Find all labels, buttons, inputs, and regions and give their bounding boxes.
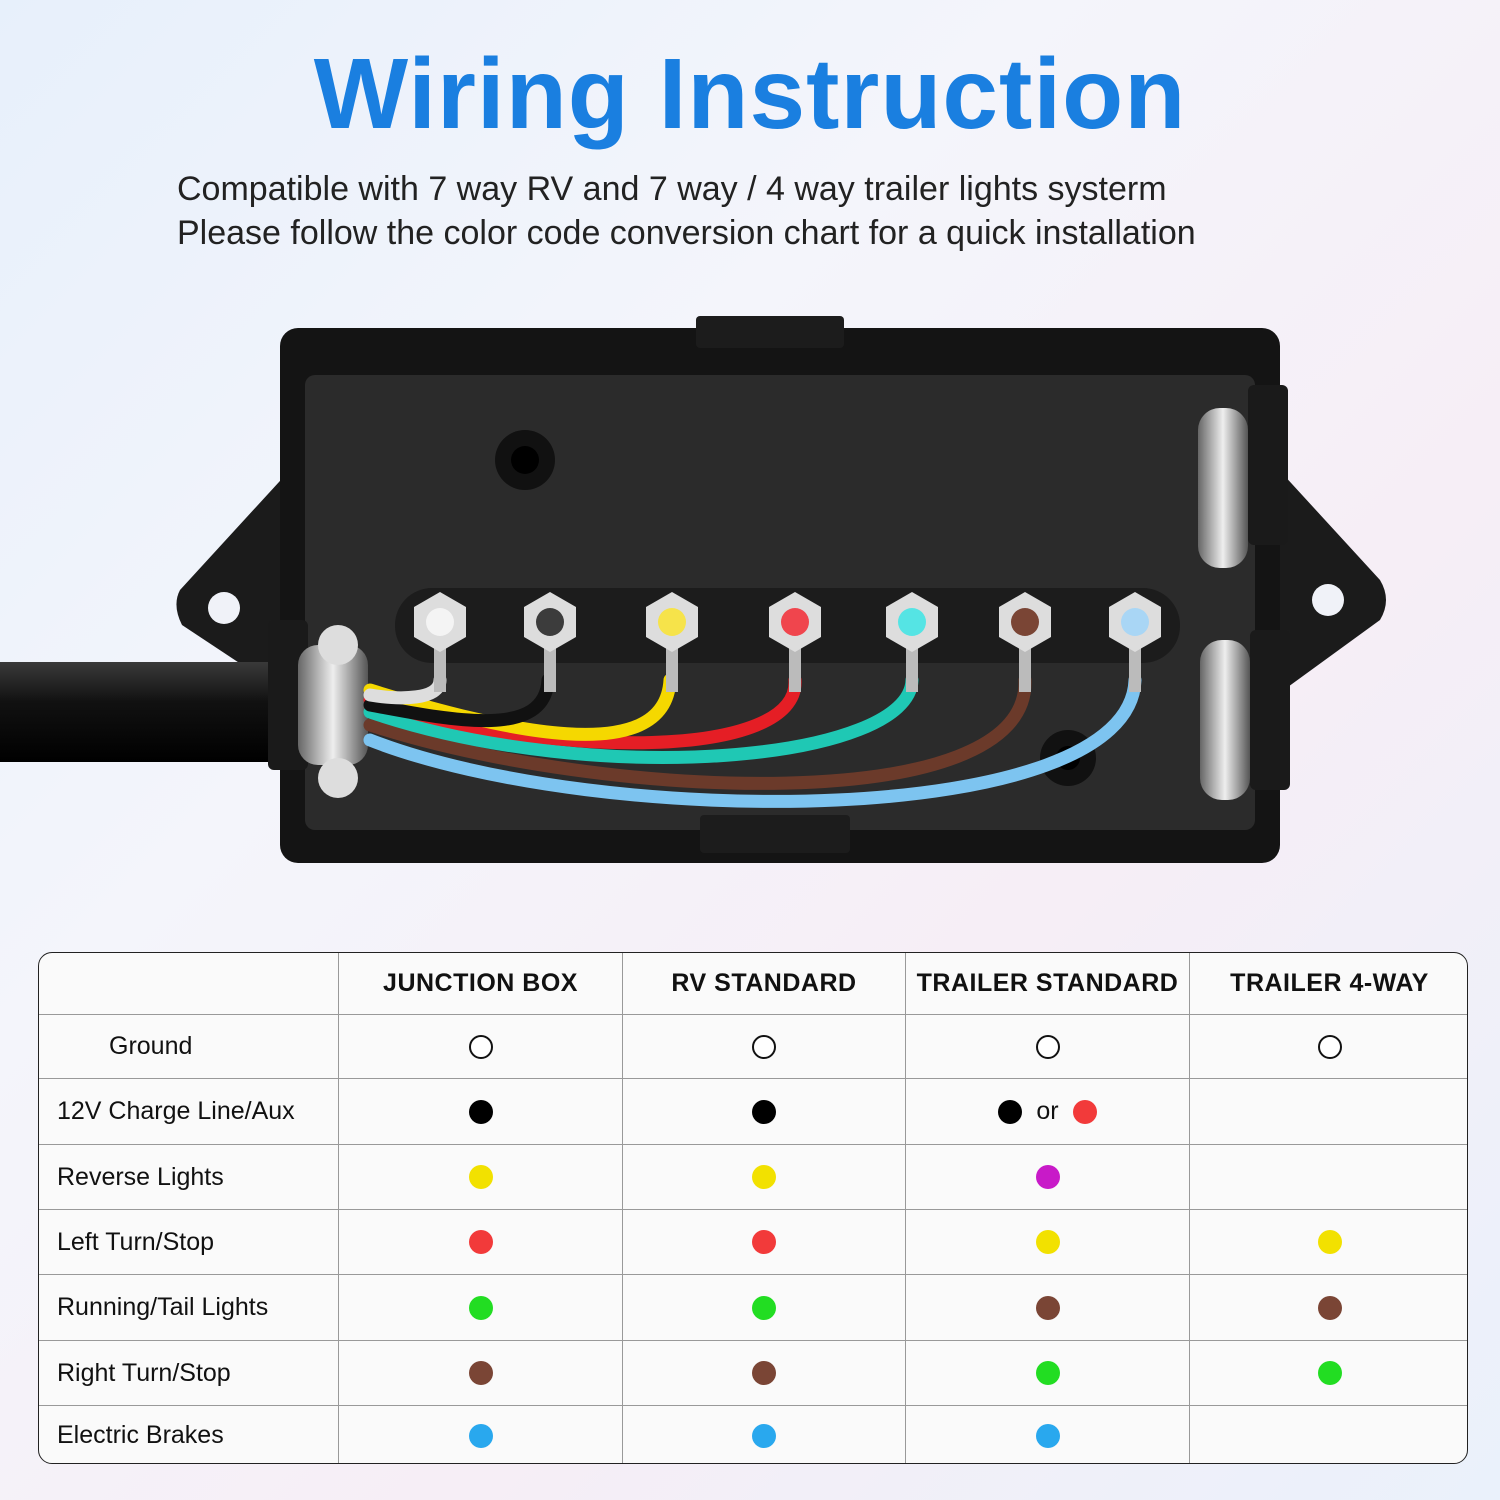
cell-rv xyxy=(623,1341,906,1405)
left-flange xyxy=(176,470,290,690)
table-row: Right Turn/Stop xyxy=(39,1341,1467,1406)
cell-rv xyxy=(623,1145,906,1209)
junction-box-illustration xyxy=(0,316,1386,863)
cell-rv xyxy=(623,1275,906,1340)
table-row: Reverse Lights xyxy=(39,1145,1467,1210)
color-code-table: JUNCTION BOX RV STANDARD TRAILER STANDAR… xyxy=(38,952,1468,1464)
header-trailer-4-way: TRAILER 4-WAY xyxy=(1230,969,1429,997)
cell-junction xyxy=(339,1341,623,1405)
cell-junction xyxy=(339,1015,623,1078)
red-color-dot xyxy=(1072,1099,1097,1124)
cell-trailer4 xyxy=(1190,1275,1467,1340)
right-mount-hole xyxy=(1312,584,1344,616)
cell-trailer xyxy=(906,1275,1190,1340)
terminal-screws xyxy=(414,592,1161,692)
table-row: Electric Brakes xyxy=(39,1406,1467,1463)
header-rv-standard: RV STANDARD xyxy=(623,953,906,1014)
subtitle-compatibility: Compatible with 7 way RV and 7 way / 4 w… xyxy=(177,170,1167,208)
yellow-color-dot xyxy=(1035,1230,1060,1254)
input-cable xyxy=(0,662,320,762)
cell-rv xyxy=(623,1210,906,1274)
cell-junction xyxy=(339,1079,623,1144)
cell-trailer: or xyxy=(906,1079,1190,1144)
brown-color-dot xyxy=(468,1361,493,1385)
cell-junction xyxy=(339,1406,623,1463)
header-junction-box: JUNCTION BOX xyxy=(339,953,623,1014)
cell-trailer xyxy=(906,1210,1190,1274)
brown-color-dot xyxy=(1317,1295,1342,1320)
green-color-dot xyxy=(1317,1361,1342,1385)
white-color-dot xyxy=(752,1034,776,1059)
table-row: Running/Tail Lights xyxy=(39,1275,1467,1341)
cell-trailer4 xyxy=(1190,1406,1467,1463)
table-header-row: JUNCTION BOX RV STANDARD TRAILER STANDAR… xyxy=(39,953,1467,1015)
cell-rv xyxy=(623,1015,906,1078)
subtitle-instruction: Please follow the color code conversion … xyxy=(177,214,1196,252)
green-color-dot xyxy=(1035,1361,1060,1385)
cell-trailer4 xyxy=(1190,1079,1467,1144)
header-trailer-standard: TRAILER STANDARD xyxy=(906,953,1190,1014)
brown-color-dot xyxy=(752,1361,776,1385)
green-color-dot xyxy=(752,1295,776,1320)
row-label: Running/Tail Lights xyxy=(39,1275,339,1340)
yellow-color-dot xyxy=(1317,1230,1342,1254)
right-flange xyxy=(1270,460,1386,700)
cell-trailer4 xyxy=(1190,1145,1467,1209)
green-color-dot xyxy=(468,1295,493,1320)
blue-color-dot xyxy=(468,1423,493,1448)
red-color-dot xyxy=(468,1230,493,1254)
white-color-dot xyxy=(1317,1034,1342,1059)
black-color-dot xyxy=(752,1099,776,1124)
blue-color-dot xyxy=(752,1423,776,1448)
blue-color-dot xyxy=(1035,1423,1060,1448)
top-clip xyxy=(696,316,844,348)
row-label: Reverse Lights xyxy=(39,1145,339,1209)
table-row: Ground xyxy=(39,1015,1467,1079)
brown-color-dot xyxy=(1035,1295,1060,1320)
cell-trailer xyxy=(906,1341,1190,1405)
cell-rv xyxy=(623,1406,906,1463)
table-row: Left Turn/Stop xyxy=(39,1210,1467,1275)
header-cell-blank xyxy=(39,953,339,1014)
purple-color-dot xyxy=(1035,1165,1060,1189)
cell-trailer xyxy=(906,1145,1190,1209)
row-label: 12V Charge Line/Aux xyxy=(39,1079,339,1144)
black-color-dot xyxy=(468,1099,493,1124)
bottom-clip xyxy=(700,815,850,853)
white-color-dot xyxy=(468,1034,493,1059)
cell-trailer4 xyxy=(1190,1341,1467,1405)
row-label: Ground xyxy=(39,1015,339,1078)
row-label: Electric Brakes xyxy=(39,1406,339,1463)
cell-junction xyxy=(339,1210,623,1274)
cell-junction xyxy=(339,1145,623,1209)
table-row: 12V Charge Line/Aux or xyxy=(39,1079,1467,1145)
black-color-dot xyxy=(998,1099,1023,1124)
or-text: or xyxy=(1036,1097,1059,1125)
cell-trailer xyxy=(906,1406,1190,1463)
white-color-dot xyxy=(1035,1034,1060,1059)
yellow-color-dot xyxy=(752,1165,776,1189)
cell-rv xyxy=(623,1079,906,1144)
left-mount-hole xyxy=(208,592,240,624)
cell-trailer4 xyxy=(1190,1210,1467,1274)
page-title: Wiring Instruction xyxy=(313,38,1187,150)
row-label: Right Turn/Stop xyxy=(39,1341,339,1405)
red-color-dot xyxy=(752,1230,776,1254)
yellow-color-dot xyxy=(468,1165,493,1189)
cell-trailer4 xyxy=(1190,1015,1467,1078)
cell-junction xyxy=(339,1275,623,1340)
row-label: Left Turn/Stop xyxy=(39,1210,339,1274)
cell-trailer xyxy=(906,1015,1190,1078)
